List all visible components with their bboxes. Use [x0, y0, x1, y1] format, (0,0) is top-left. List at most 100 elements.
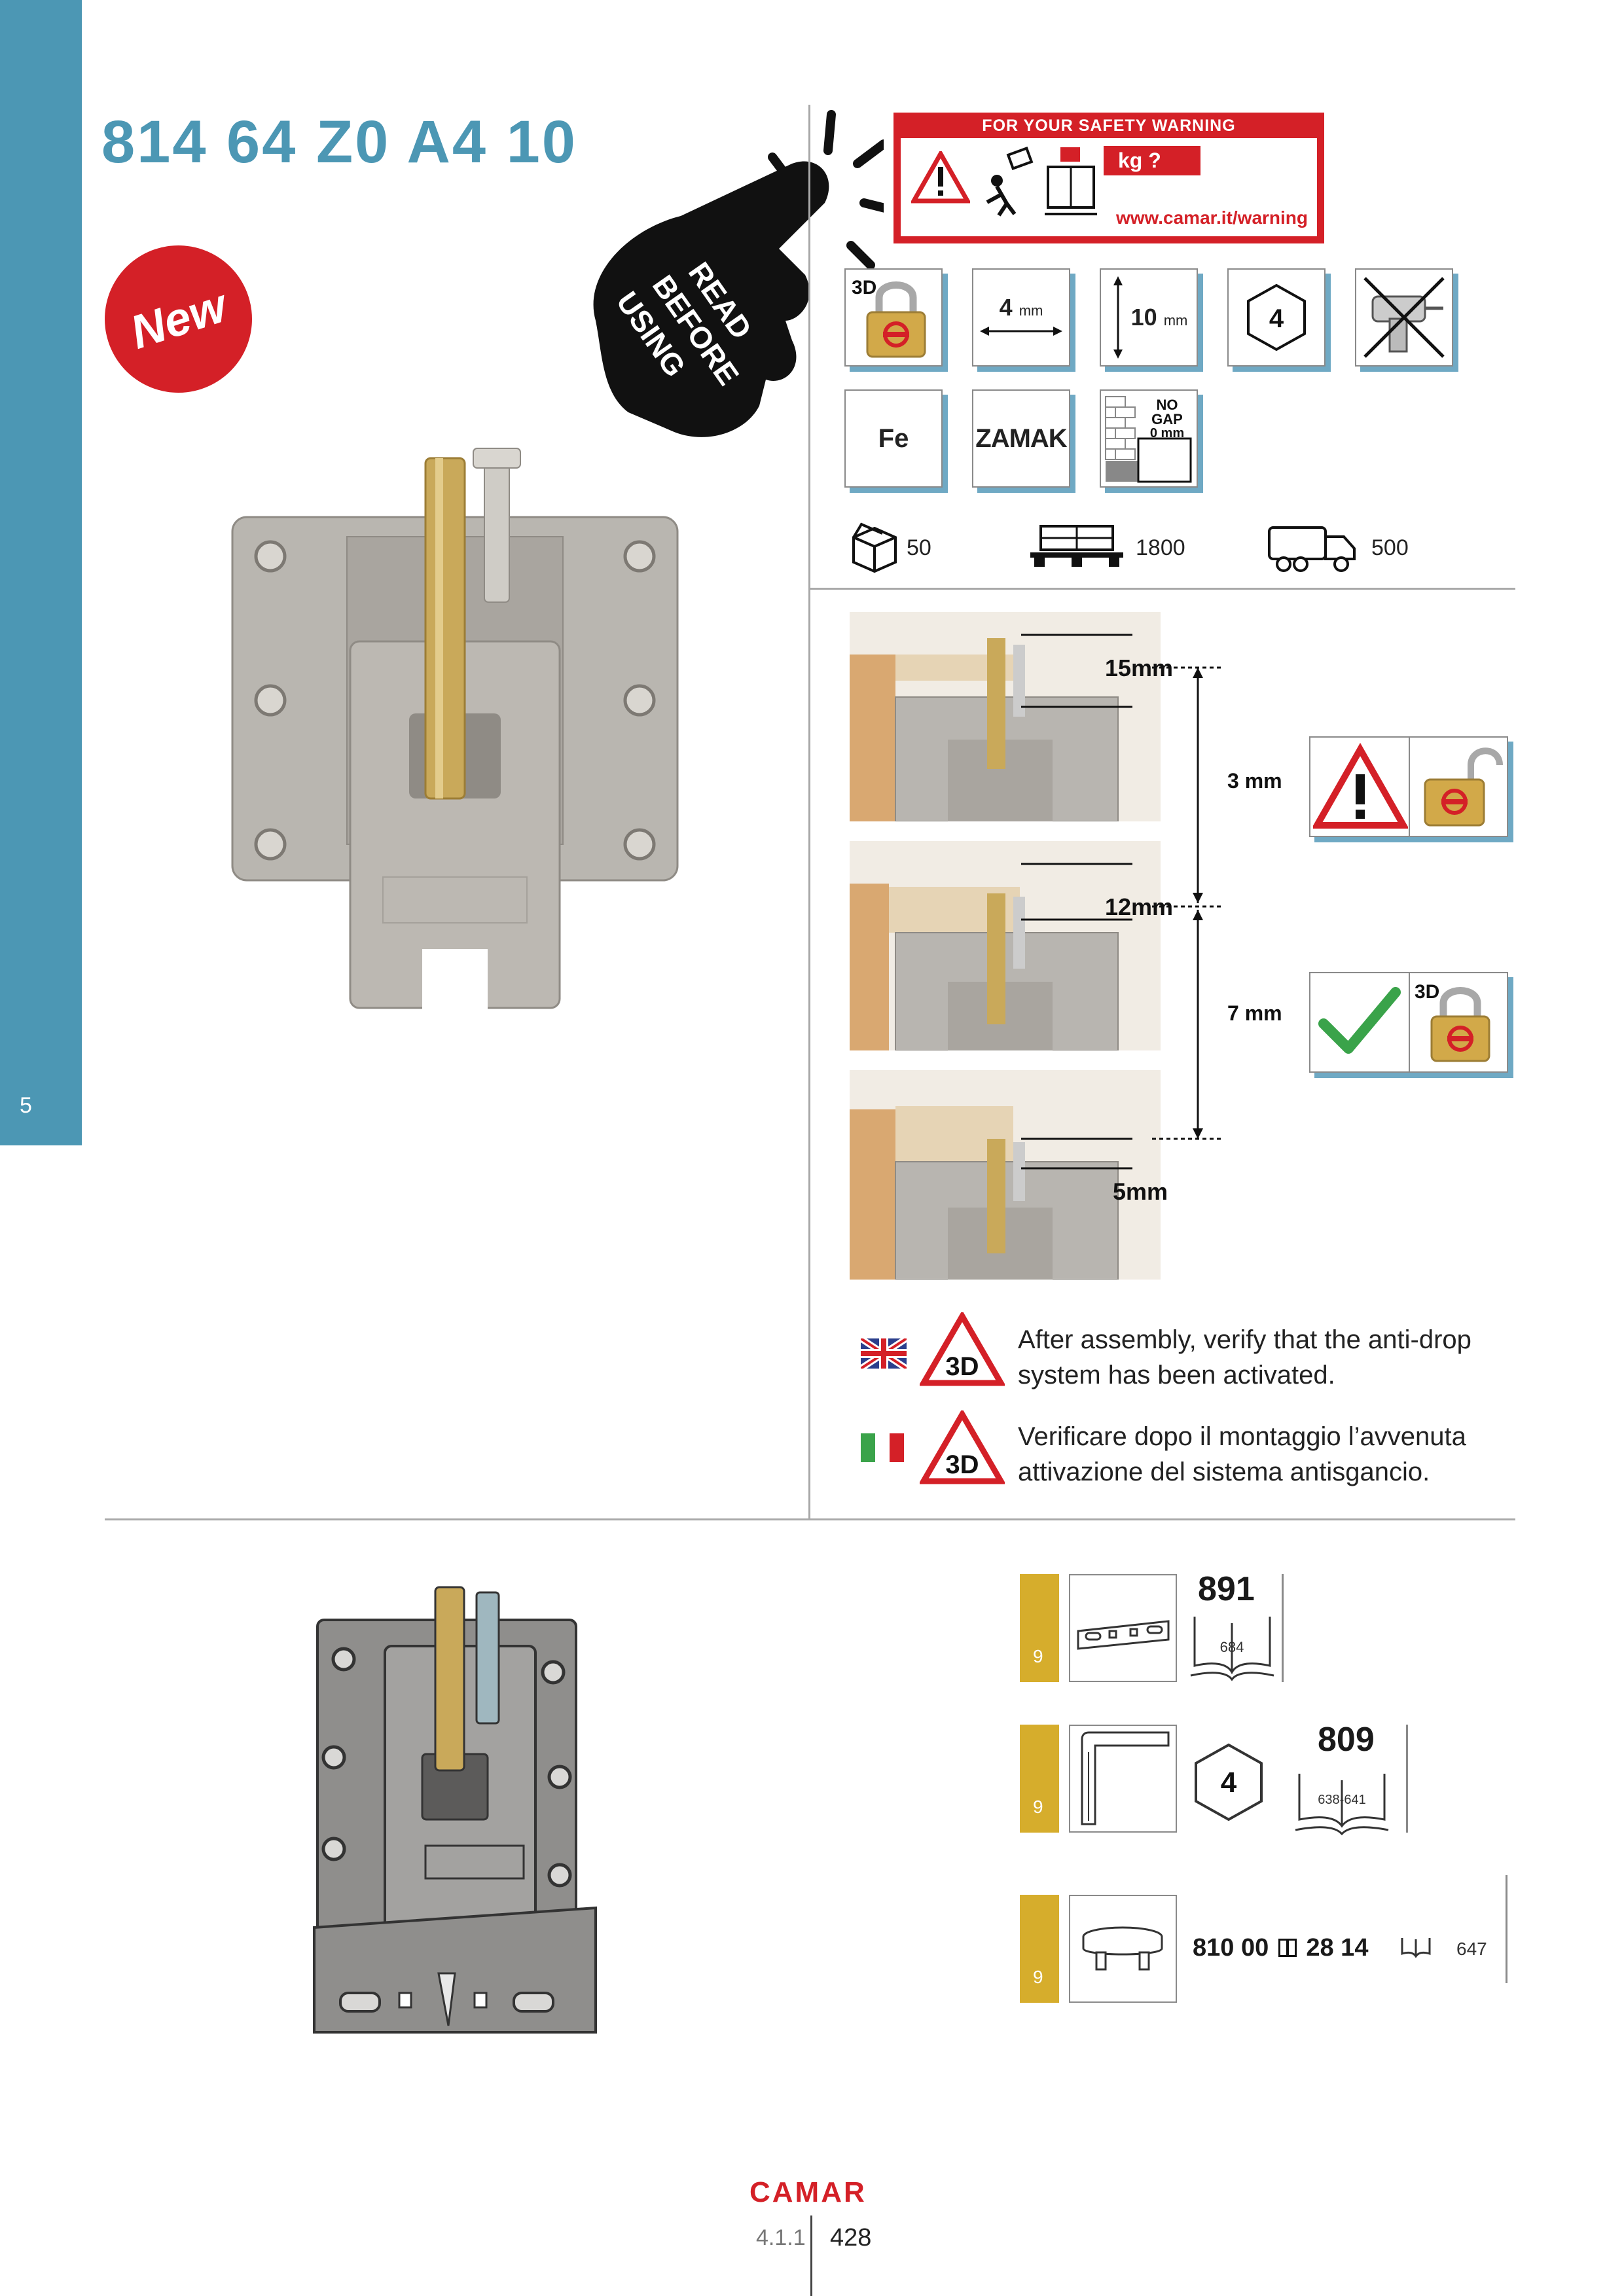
page-number: 428: [830, 2224, 872, 2251]
accessory-1-qty: 9: [1033, 1646, 1043, 1666]
tile-thickness: 4 mm: [972, 268, 1070, 367]
mounting-plate-icon: [1077, 1620, 1170, 1650]
accessory-3-code-b: 28 14: [1306, 1934, 1369, 1962]
thickness-unit: mm: [1019, 302, 1043, 319]
height-label-1: 15mm: [1105, 655, 1174, 681]
hex-key-size-icon: 4: [1195, 1743, 1263, 1821]
thickness-value: 4: [999, 294, 1013, 321]
no-drill-icon: [1363, 277, 1445, 358]
no-gap-wall-icon: NO GAP 0 mm: [1105, 396, 1192, 483]
accessory-3-code-a: 810 00: [1193, 1934, 1269, 1962]
tile-material-zamak: ZAMAK: [972, 389, 1070, 488]
svg-text:684: 684: [1220, 1639, 1244, 1655]
tile-hex-key: 4: [1227, 268, 1326, 367]
svg-text:3D: 3D: [945, 1450, 979, 1479]
chapter-number: 5: [20, 1093, 32, 1118]
accessory-2-image: [1069, 1725, 1177, 1833]
cabinet-icon: [1045, 147, 1097, 215]
italy-flag-icon: [861, 1433, 904, 1462]
dimension-lines: [1021, 634, 1221, 1170]
allen-key-icon: [1081, 1731, 1170, 1825]
accessory-1-qty-bar: 9: [1020, 1574, 1059, 1682]
svg-text:3D: 3D: [1415, 981, 1439, 1003]
pallet-quantity: 1800: [1136, 535, 1185, 560]
material-zamak: ZAMAK: [975, 423, 1067, 453]
height-unit: mm: [1163, 312, 1188, 329]
footer-divider: [810, 2215, 812, 2296]
hex-key-icon: 4: [1247, 283, 1306, 351]
height-label-3: 5mm: [1113, 1178, 1168, 1205]
section-number: 4.1.1: [756, 2225, 806, 2250]
tile-3d-lock: 3D: [844, 268, 943, 367]
svg-text:4: 4: [1269, 304, 1284, 333]
accessory-2-qty-bar: 9: [1020, 1725, 1059, 1833]
svg-text:3D: 3D: [852, 277, 876, 298]
accessory-2-qty: 9: [1033, 1797, 1043, 1817]
accessory-3-qty-bar: 9: [1020, 1895, 1059, 2003]
camar-logo: CAMAR: [749, 2176, 867, 2208]
uk-flag-icon: [861, 1338, 907, 1369]
accessory-2-rule: [1406, 1725, 1408, 1833]
ok-locked-tiles: 3D: [1309, 972, 1508, 1073]
accessory-3-code: 810 00 28 14: [1193, 1934, 1368, 1962]
unlocked-padlock-icon: [1424, 747, 1503, 827]
padlock-icon: 3D: [852, 277, 926, 358]
accessory-1-ref: 891: [1198, 1570, 1255, 1608]
accessory-3-page: 647: [1456, 1939, 1487, 1959]
warning-triangle-icon: [911, 151, 970, 204]
product-photo: [231, 448, 679, 1011]
assembly-drawing: [313, 1586, 597, 2034]
accessory-2-ref: 809: [1318, 1721, 1375, 1759]
locked-padlock-3d-icon: 3D: [1415, 981, 1490, 1062]
warning-header: FOR YOUR SAFETY WARNING: [982, 117, 1236, 135]
tile-no-gap: NO GAP 0 mm: [1100, 389, 1198, 488]
tile-material-fe: Fe: [844, 389, 943, 488]
svg-text:3D: 3D: [945, 1352, 979, 1381]
adjustment-photo-1: [850, 612, 1161, 822]
warning-icon: [1313, 742, 1408, 829]
material-fe: Fe: [878, 423, 909, 453]
warning-unlocked-tiles: [1309, 736, 1508, 837]
cover-cap-icon: [1082, 1926, 1163, 1971]
adjustment-photo-3: [850, 1070, 1161, 1280]
tile-height: 10 mm: [1100, 268, 1198, 367]
range-label-1: 3 mm: [1227, 769, 1282, 793]
book-icon-3: [1401, 1938, 1431, 1958]
book-icon-2: 638-641: [1295, 1774, 1389, 1836]
warning-link[interactable]: www.camar.it/warning: [1115, 207, 1308, 228]
height-value: 10: [1130, 304, 1157, 331]
svg-text:NO: NO: [1157, 397, 1178, 413]
book-icon: 684: [1190, 1617, 1274, 1681]
height-label-2: 12mm: [1105, 893, 1174, 920]
box-icon: [852, 522, 897, 573]
3d-warning-icon-it: 3D: [920, 1410, 1005, 1484]
truck-icon: [1268, 526, 1356, 572]
tile-no-drill: [1355, 268, 1453, 367]
check-icon: [1318, 987, 1401, 1054]
product-code: 814 64 Z0 A4 10: [101, 109, 577, 175]
instruction-it: Verificare dopo il montaggio l’avvenuta …: [1018, 1422, 1466, 1486]
svg-text:0 mm: 0 mm: [1150, 426, 1184, 440]
packaging-divider: [808, 588, 1515, 590]
chapter-sidebar: [0, 0, 82, 1145]
width-arrow-icon: [980, 327, 1062, 336]
svg-text:4: 4: [1221, 1767, 1237, 1799]
falling-person-icon: [986, 146, 1034, 217]
box-quantity: 50: [907, 535, 931, 560]
3d-warning-icon-en: 3D: [920, 1312, 1005, 1386]
accessory-1-image: [1069, 1574, 1177, 1682]
pallet-icon: [1030, 525, 1123, 567]
safety-warning-banner: FOR YOUR SAFETY WARNING kg ? www.camar.i…: [893, 113, 1324, 243]
height-arrow-icon: [1113, 276, 1123, 359]
column-divider: [808, 105, 810, 1518]
svg-text:GAP: GAP: [1151, 411, 1183, 427]
truck-quantity: 500: [1371, 535, 1409, 560]
accessory-1-rule: [1282, 1574, 1284, 1682]
accessory-3-qty: 9: [1033, 1967, 1043, 1987]
section-divider: [105, 1518, 1515, 1520]
finish-square-icon: [1278, 1939, 1297, 1957]
adjustment-photo-2: [850, 841, 1161, 1051]
accessory-3-rule: [1506, 1875, 1507, 1983]
weight-question: kg ?: [1104, 146, 1200, 175]
instruction-en: After assembly, verify that the anti-dro…: [1018, 1325, 1471, 1390]
